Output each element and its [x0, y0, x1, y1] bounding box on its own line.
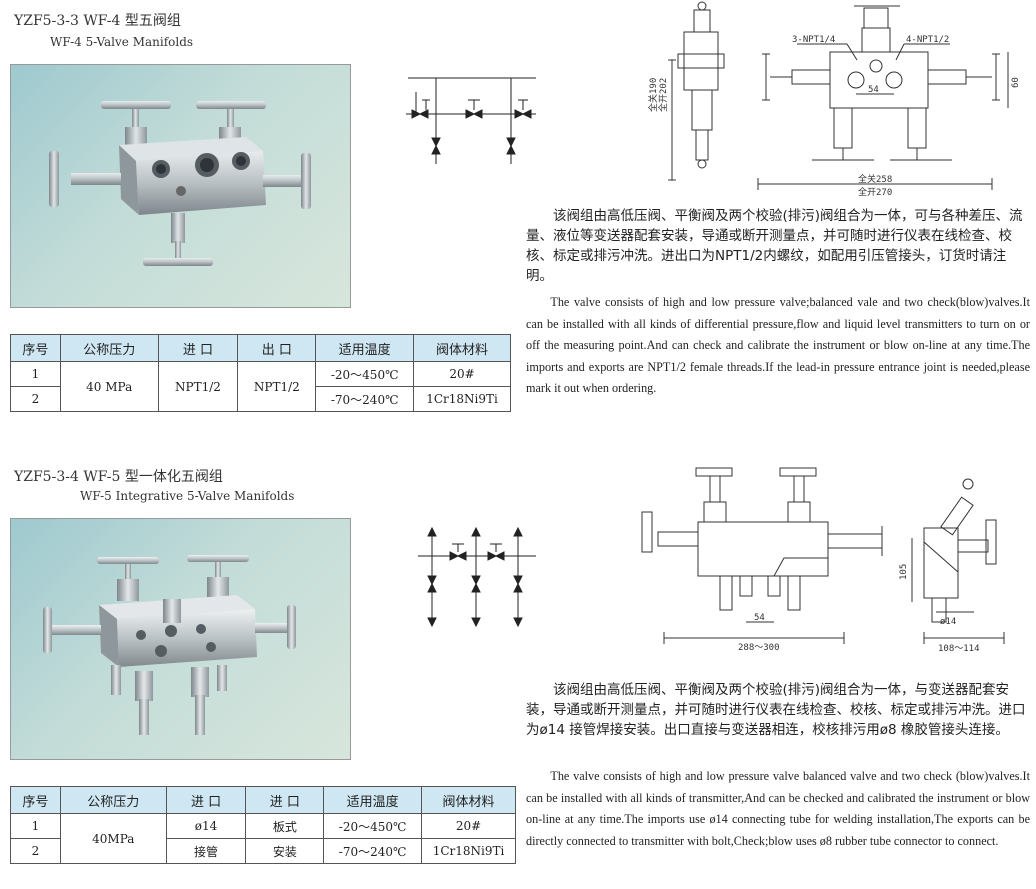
section1-title-cn: YZF5-3-3 WF-4 型五阀组 — [14, 13, 181, 29]
cell-no: 2 — [10, 386, 61, 412]
drawing1-label-right: 4-NPT1/2 — [906, 35, 949, 45]
drawing2-dim-d14: ø14 — [940, 617, 956, 627]
section1-description-cn: 该阀组由高低压阀、平衡阀及两个校验(排污)阀组合为一体，可与各种差压、流量、液位… — [526, 208, 1023, 284]
drawing1-dim-h2: 全开202 — [657, 78, 669, 112]
drawing2-dim-105: 105 — [899, 564, 909, 580]
table-row: 1 40 MPa NPT1/2 NPT1/2 -20～450℃ 20# — [10, 361, 511, 412]
cell-pressure: 40 MPa — [59, 361, 159, 412]
table-row: 1 40MPa ø14 板式 -20～450℃ 20# — [10, 813, 516, 864]
cell-no: 1 — [10, 361, 61, 387]
drawing1-dim-h1: 全关190 — [647, 78, 659, 112]
drawing1-dim-w2: 全开270 — [858, 186, 892, 198]
header-pressure: 公称压力 — [59, 334, 159, 362]
cell-material: 20# — [421, 813, 516, 839]
cell-temperature: -20～450℃ — [315, 361, 415, 387]
cell-material: 20# — [413, 361, 511, 387]
header-outlet: 进 口 — [245, 786, 325, 814]
header-inlet: 进 口 — [157, 334, 239, 362]
header-material: 阀体材料 — [413, 334, 511, 362]
valve-schematic-wf4 — [406, 77, 536, 164]
cell-material: 1Cr18Ni9Ti — [413, 386, 511, 412]
cell-no: 2 — [10, 838, 61, 864]
cell-outlet: 安装 — [245, 838, 325, 864]
drawing1-dim-60: 60 — [1011, 77, 1021, 88]
section2-title-cn: YZF5-3-4 WF-5 型一体化五阀组 — [14, 469, 223, 485]
table-header-row: 序号 公称压力 进 口 出 口 适用温度 阀体材料 — [10, 334, 511, 362]
header-inlet: 进 口 — [165, 786, 247, 814]
technical-drawing-wf4: 3-NPT1/4 4-NPT1/2 54 60 全关190 全开202 全关25… — [647, 1, 1021, 198]
drawing2-dim-108: 108～114 — [938, 644, 980, 654]
cell-inlet: 接管 — [165, 838, 247, 864]
valve-schematic-wf5 — [418, 526, 536, 628]
section2-title-en: WF-5 Integrative 5-Valve Manifolds — [80, 489, 295, 503]
header-temperature: 适用温度 — [323, 786, 423, 814]
header-no: 序号 — [10, 786, 61, 814]
cell-pressure: 40MPa — [59, 813, 167, 864]
cell-outlet: NPT1/2 — [237, 361, 317, 412]
drawing2-dim-288: 288～300 — [738, 643, 780, 653]
header-outlet: 出 口 — [237, 334, 317, 362]
spec-table-wf4: 序号 公称压力 进 口 出 口 适用温度 阀体材料 1 40 MPa NPT1/… — [10, 334, 511, 412]
section1-description-en: The valve consists of high and low press… — [526, 295, 1030, 395]
drawing2-dim-54: 54 — [754, 613, 765, 623]
spec-table-wf5: 序号 公称压力 进 口 进 口 适用温度 阀体材料 1 40MPa ø14 板式… — [10, 786, 516, 864]
cell-inlet: ø14 — [165, 813, 247, 839]
cell-no: 1 — [10, 813, 61, 839]
cell-material: 1Cr18Ni9Ti — [421, 838, 516, 864]
cell-inlet: NPT1/2 — [157, 361, 239, 412]
product-photo-wf4 — [10, 64, 351, 308]
section1-title-en: WF-4 5-Valve Manifolds — [50, 35, 194, 49]
drawing1-dim-54: 54 — [868, 85, 879, 95]
section2-description-en: The valve consists of high and low press… — [526, 769, 1030, 848]
technical-drawing-wf5: 54 105 288～300 108～114 ø14 — [641, 467, 1005, 654]
section2-description-cn: 该阀组由高低压阀、平衡阀及两个校验(排污)阀组合为一体，与变送器配套安装，导通或… — [526, 682, 1026, 738]
drawing1-label-left: 3-NPT1/4 — [792, 35, 835, 45]
cell-temperature: -70～240℃ — [315, 386, 415, 412]
header-temperature: 适用温度 — [315, 334, 415, 362]
drawing1-dim-w1: 全关258 — [858, 173, 892, 185]
cell-temperature: -20～450℃ — [323, 813, 423, 839]
cell-outlet: 板式 — [245, 813, 325, 839]
table-header-row: 序号 公称压力 进 口 进 口 适用温度 阀体材料 — [10, 786, 516, 814]
cell-temperature: -70～240℃ — [323, 838, 423, 864]
table-row: 2 接管 安装 -70～240℃ 1Cr18Ni9Ti — [10, 838, 516, 864]
product-photo-wf5 — [10, 518, 351, 760]
table-row: 2 -70～240℃ 1Cr18Ni9Ti — [10, 386, 511, 412]
header-pressure: 公称压力 — [59, 786, 167, 814]
header-no: 序号 — [10, 334, 61, 362]
header-material: 阀体材料 — [421, 786, 516, 814]
